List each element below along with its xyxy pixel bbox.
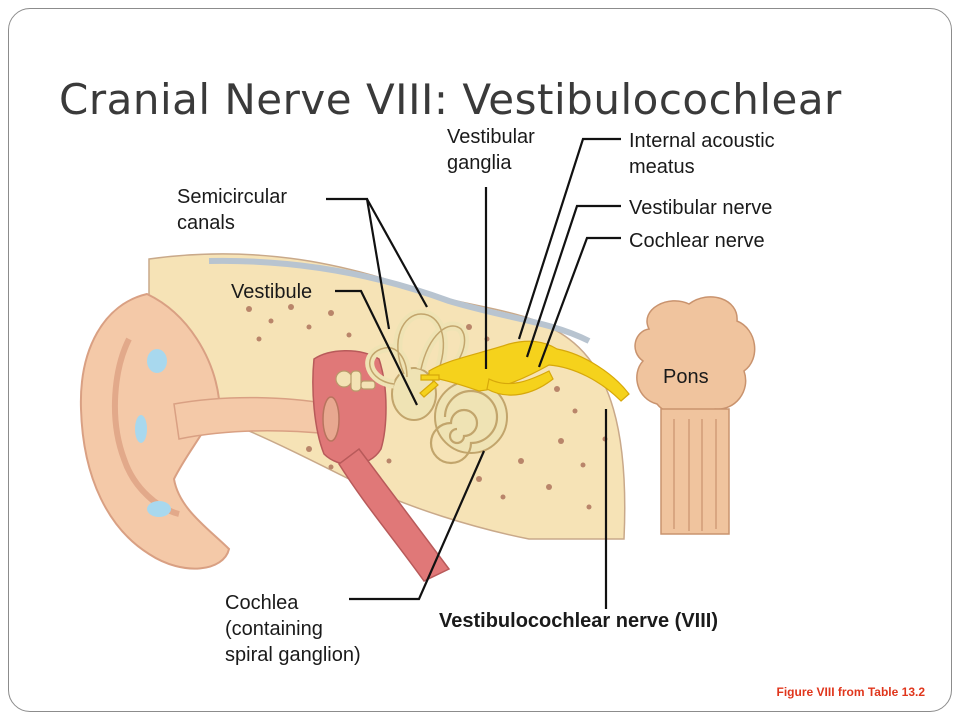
auricle-cartilage xyxy=(135,349,171,517)
label-vestibule: Vestibule xyxy=(231,281,312,303)
label-semicircular-canals-1: Semicircular xyxy=(177,186,287,208)
label-vestibular-nerve: Vestibular nerve xyxy=(629,197,772,219)
slide-title: Cranial Nerve VIII: Vestibulocochlear xyxy=(59,75,842,124)
auditory-tube xyxy=(337,447,451,582)
pons xyxy=(634,296,756,535)
vestibulocochlear-nerve xyxy=(419,340,630,402)
figure-caption: Figure VIII from Table 13.2 xyxy=(776,685,925,699)
slide: Vestibular ganglia Internal acoustic mea… xyxy=(8,8,952,712)
label-pons: Pons xyxy=(663,366,709,388)
label-semicircular-canals-2: canals xyxy=(177,212,235,234)
ossicles xyxy=(335,370,376,392)
label-cochlea-3: spiral ganglion) xyxy=(225,644,361,666)
label-cochlear-nerve: Cochlear nerve xyxy=(629,230,765,252)
bone-pores xyxy=(246,304,608,510)
label-vestibular-ganglia-1: Vestibular xyxy=(447,126,535,148)
ear-anatomy-illustration: Vestibular ganglia Internal acoustic mea… xyxy=(79,126,775,666)
vestibule xyxy=(391,367,437,421)
tympanic-membrane xyxy=(322,396,340,442)
label-internal-acoustic-meatus-2: meatus xyxy=(629,156,695,178)
label-cochlea-2: (containing xyxy=(225,618,323,640)
label-internal-acoustic-meatus-1: Internal acoustic xyxy=(629,130,775,152)
skull-outline xyxy=(208,257,591,344)
label-vestibulocochlear-nerve: Vestibulocochlear nerve (VIII) xyxy=(439,610,718,632)
label-vestibular-ganglia-2: ganglia xyxy=(447,152,512,174)
leader-lines xyxy=(326,137,621,609)
label-cochlea-1: Cochlea xyxy=(225,592,299,614)
